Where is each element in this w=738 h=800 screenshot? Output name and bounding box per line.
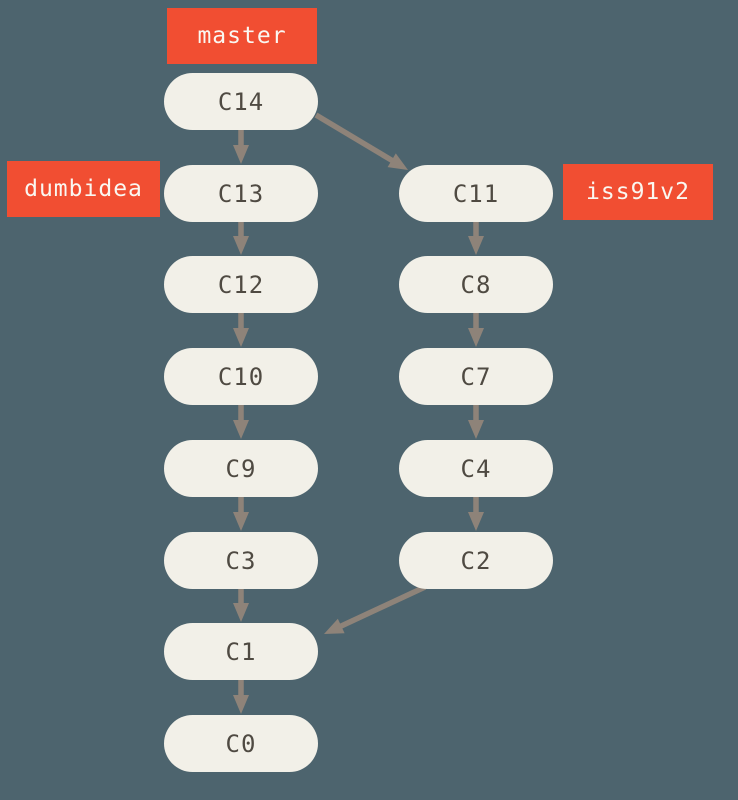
edge-C14-C11 — [314, 112, 408, 170]
edge-C2-C1 — [324, 584, 427, 634]
commit-node-C3: C3 — [164, 532, 318, 589]
commit-node-C1: C1 — [164, 623, 318, 680]
edge-C11-C8 — [468, 221, 484, 255]
edge-C1-C0 — [233, 679, 249, 714]
commit-node-C13: C13 — [164, 165, 318, 222]
edge-C12-C10 — [233, 312, 249, 347]
edge-C14-C13 — [233, 129, 249, 164]
commit-node-C11: C11 — [399, 165, 553, 222]
commit-node-C7: C7 — [399, 348, 553, 405]
commit-node-C0: C0 — [164, 715, 318, 772]
commit-node-C9: C9 — [164, 440, 318, 497]
commit-node-C12: C12 — [164, 256, 318, 313]
edge-C10-C9 — [233, 404, 249, 439]
edge-C8-C7 — [468, 312, 484, 347]
commit-node-C8: C8 — [399, 256, 553, 313]
edge-C4-C2 — [468, 496, 484, 531]
branch-label-master: master — [167, 8, 317, 64]
commit-node-C10: C10 — [164, 348, 318, 405]
edge-C7-C4 — [468, 404, 484, 439]
edge-C9-C3 — [233, 496, 249, 531]
commit-node-C14: C14 — [164, 73, 318, 130]
edge-C13-C12 — [233, 221, 249, 255]
branch-label-dumbidea: dumbidea — [7, 161, 160, 217]
commit-node-C4: C4 — [399, 440, 553, 497]
branch-label-iss91v2: iss91v2 — [563, 164, 713, 220]
commit-node-C2: C2 — [399, 532, 553, 589]
edge-C3-C1 — [233, 588, 249, 622]
